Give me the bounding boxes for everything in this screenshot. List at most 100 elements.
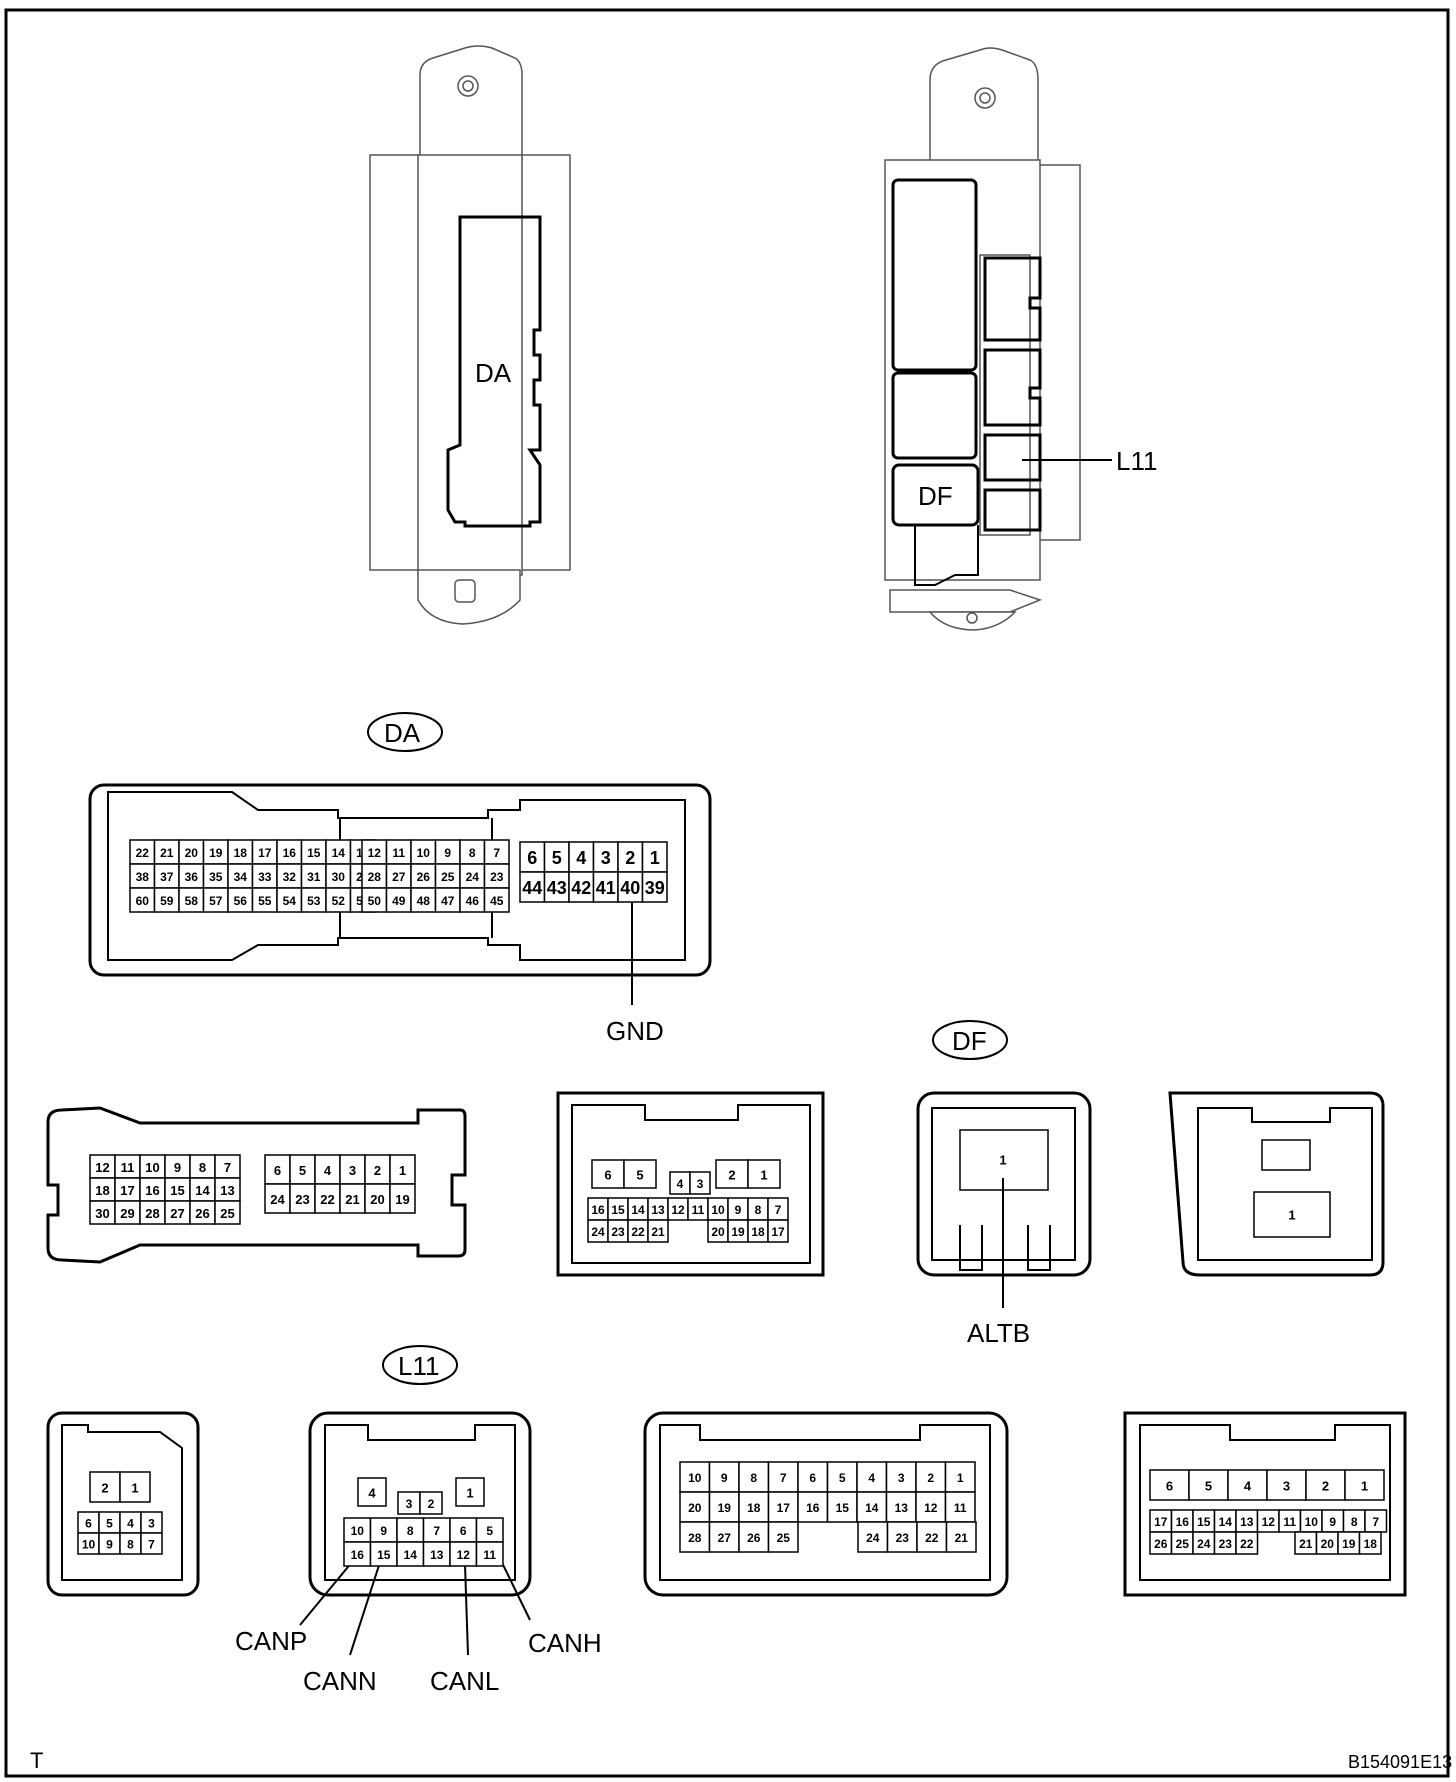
pin-cell: 50 bbox=[361, 887, 388, 913]
pin-cell: 2 bbox=[715, 1159, 749, 1189]
pin-cell: 26 bbox=[410, 863, 437, 889]
pin-cell: 8 bbox=[747, 1197, 769, 1221]
pin-cell: 16 bbox=[343, 1541, 372, 1567]
pin-number: 36 bbox=[185, 870, 199, 884]
pin-number: 20 bbox=[1321, 1537, 1335, 1551]
pin-cell: 17 bbox=[767, 1219, 789, 1243]
pin-number: 26 bbox=[417, 870, 431, 884]
pin-number: 15 bbox=[170, 1183, 184, 1198]
pin-number: 21 bbox=[1299, 1537, 1313, 1551]
pin-number: 9 bbox=[1329, 1515, 1336, 1529]
pin-number: 19 bbox=[718, 1501, 732, 1515]
pin-cell: 36 bbox=[178, 863, 205, 889]
pin-number: 19 bbox=[395, 1192, 409, 1207]
pin-number: 8 bbox=[407, 1524, 414, 1538]
pin-number: 26 bbox=[195, 1206, 209, 1221]
pin-cell: 13 bbox=[647, 1197, 669, 1221]
pin-cell: 12 bbox=[667, 1197, 689, 1221]
pin-cell: 6 bbox=[264, 1154, 291, 1185]
pin-cell: 22 bbox=[314, 1183, 341, 1214]
pin-number: 14 bbox=[332, 846, 346, 860]
pin-number: 22 bbox=[631, 1225, 645, 1239]
pin-cell: 12 bbox=[1256, 1509, 1280, 1533]
pin-cell: 7 bbox=[214, 1154, 241, 1179]
pin-number: 48 bbox=[417, 894, 431, 908]
connector-row2-d bbox=[1168, 1091, 1385, 1277]
pin-number: 16 bbox=[145, 1183, 159, 1198]
pin-cell: 10 bbox=[410, 839, 437, 865]
pin-number: 14 bbox=[1219, 1515, 1233, 1529]
pin-cell: 54 bbox=[276, 887, 303, 913]
pin-cell: 15 bbox=[300, 839, 327, 865]
pin-number: 9 bbox=[444, 846, 451, 860]
pin-number: 1 bbox=[399, 1163, 406, 1178]
pin-cell: 19 bbox=[1337, 1531, 1361, 1555]
pin-number: 4 bbox=[576, 848, 586, 868]
pin-cell: 17 bbox=[114, 1177, 141, 1202]
pin-cell: 20 bbox=[679, 1491, 711, 1523]
pin-cell: 49 bbox=[385, 887, 412, 913]
pin-cell: 16 bbox=[1170, 1509, 1194, 1533]
pin-cell: 10 bbox=[1299, 1509, 1323, 1533]
l11-connector-badge bbox=[382, 1345, 458, 1385]
pin-number: 5 bbox=[636, 1168, 643, 1183]
pin-cell: 3 bbox=[397, 1491, 421, 1515]
figure-code: B154091E13 bbox=[1348, 1752, 1452, 1772]
pin-number: 11 bbox=[954, 1501, 967, 1515]
pin-cell: 8 bbox=[1342, 1509, 1366, 1533]
pin-number: 25 bbox=[220, 1206, 234, 1221]
connector-row2-b bbox=[556, 1091, 825, 1277]
pin-cell: 6 bbox=[519, 841, 546, 873]
pin-cell: 14 bbox=[396, 1541, 425, 1567]
pin-number: 24 bbox=[270, 1192, 285, 1207]
pin-cell: 53 bbox=[300, 887, 327, 913]
pin-cell: 7 bbox=[767, 1461, 799, 1493]
pin-number: 20 bbox=[711, 1225, 725, 1239]
corner-t-mark: T bbox=[30, 1748, 43, 1773]
pin-cell: 30 bbox=[325, 863, 352, 889]
pin-cell: 38 bbox=[129, 863, 156, 889]
pin-number: 7 bbox=[148, 1538, 155, 1552]
pin-number: 19 bbox=[731, 1225, 745, 1239]
pin-cell: 25 bbox=[767, 1521, 799, 1553]
pin-number: 27 bbox=[170, 1206, 184, 1221]
pin-number: 10 bbox=[145, 1160, 159, 1175]
pin-cell: 15 bbox=[1192, 1509, 1216, 1533]
pin-cell: 23 bbox=[289, 1183, 316, 1214]
pin-cell: 3 bbox=[885, 1461, 917, 1493]
pin-cell: 4 bbox=[856, 1461, 888, 1493]
pin-number: 6 bbox=[85, 1517, 92, 1531]
pin-number: 57 bbox=[209, 894, 223, 908]
pin-number: 55 bbox=[258, 894, 272, 908]
pin-number: 7 bbox=[493, 846, 500, 860]
pin-number: 6 bbox=[1166, 1479, 1173, 1494]
pin-cell: 15 bbox=[164, 1177, 191, 1202]
pin-number: 3 bbox=[349, 1163, 356, 1178]
pin-cell: 12 bbox=[89, 1154, 116, 1179]
pin-cell: 33 bbox=[251, 863, 278, 889]
pin-number: 17 bbox=[777, 1501, 791, 1515]
pin-number: 15 bbox=[836, 1501, 850, 1515]
pin-cell: 10 bbox=[343, 1517, 372, 1543]
connector-row3-d bbox=[1123, 1411, 1407, 1597]
pin-cell: 11 bbox=[385, 839, 412, 865]
pin-number: 3 bbox=[601, 848, 611, 868]
pin-cell: 15 bbox=[607, 1197, 629, 1221]
pin-number: 52 bbox=[332, 894, 346, 908]
pin-cell: 48 bbox=[410, 887, 437, 913]
pin-cell: 19 bbox=[727, 1219, 749, 1243]
pin-number: 10 bbox=[351, 1524, 365, 1538]
pin-cell: 1 bbox=[455, 1477, 485, 1507]
pin-cell: 6 bbox=[77, 1511, 100, 1534]
pin-number: 1 bbox=[650, 848, 660, 868]
connector-da: DA GND bbox=[88, 712, 712, 1046]
pin-cell: 17 bbox=[251, 839, 278, 865]
pin-number: 1 bbox=[760, 1168, 767, 1183]
pin-number: 23 bbox=[896, 1531, 910, 1545]
pin-cell: 42 bbox=[568, 871, 595, 903]
pin-cell: 2 bbox=[419, 1491, 443, 1515]
pin-number: 3 bbox=[1283, 1479, 1290, 1494]
pin-cell: 47 bbox=[434, 887, 461, 913]
df-connector-badge bbox=[932, 1020, 1008, 1060]
pin-cell: 15 bbox=[369, 1541, 398, 1567]
